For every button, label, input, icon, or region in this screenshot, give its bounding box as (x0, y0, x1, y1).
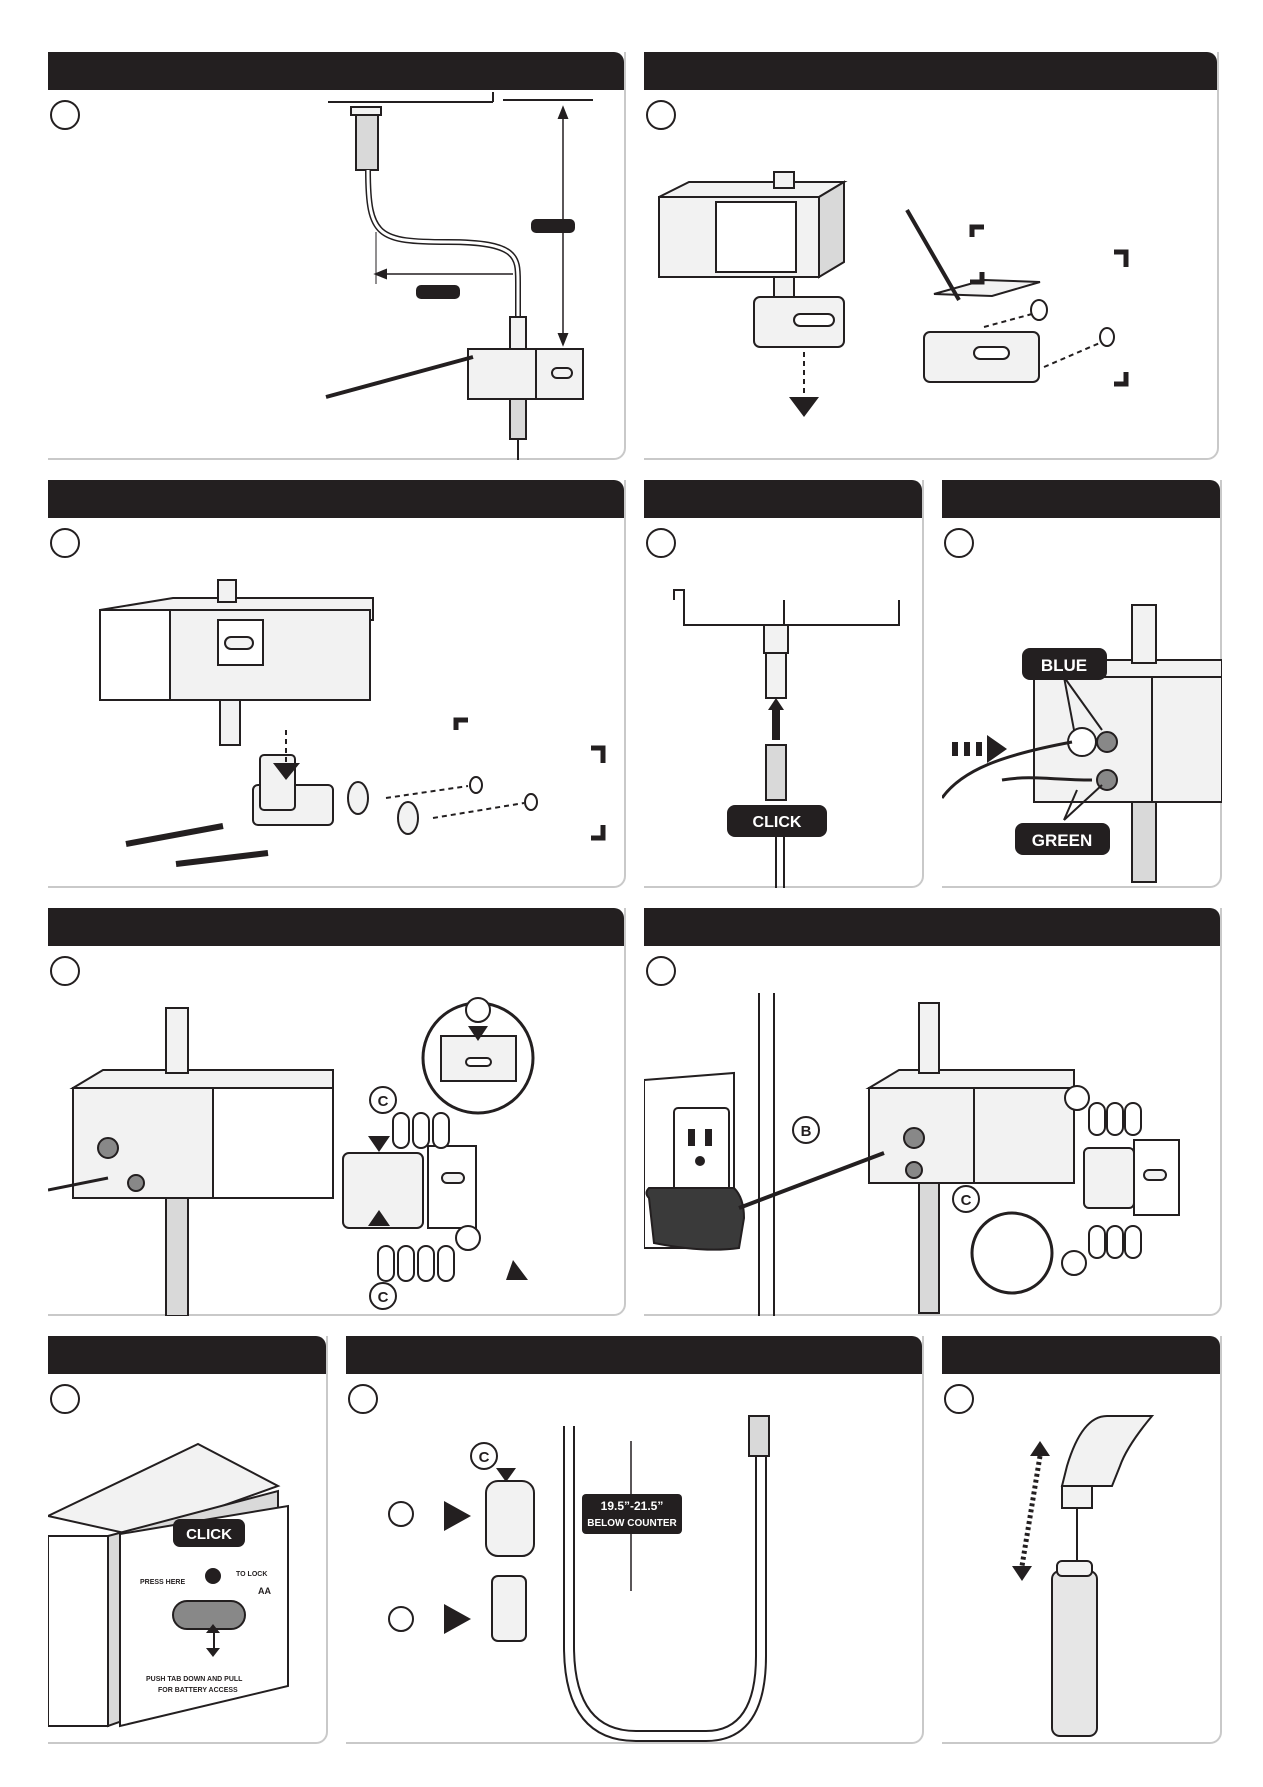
step-header-bar (346, 1336, 922, 1374)
distance-label: 19.5”-21.5” (601, 1499, 664, 1513)
click-badge-door (173, 1519, 245, 1547)
battery-type-label: C (378, 1093, 389, 1110)
spray-head-diagram (1012, 1415, 1155, 1737)
battery-type-label-lower: C (378, 1289, 389, 1306)
step-header-bar (48, 52, 624, 90)
panel-step-3 (48, 480, 626, 888)
blue-badge (1022, 648, 1107, 680)
step-header-bar (644, 480, 922, 518)
battery-door-diagram: CLICK PRESS HERE TO LOCK AA PUSH TAB DOW… (48, 1442, 289, 1728)
step-number-circle (50, 100, 80, 130)
weight-label: C (479, 1449, 490, 1466)
step-header-bar (48, 1336, 326, 1374)
battery-access-text: FOR BATTERY ACCESS (158, 1687, 238, 1694)
step-number-circle (50, 528, 80, 558)
step-number-circle (944, 528, 974, 558)
step-number-circle (348, 1384, 378, 1414)
to-lock-text: TO LOCK (236, 1571, 267, 1578)
step-header-bar (644, 908, 1220, 946)
click-badge (727, 805, 827, 837)
adapter-label: B (801, 1123, 812, 1140)
step-number-circle (944, 1384, 974, 1414)
step-number-circle (50, 956, 80, 986)
panel-step-10 (942, 1336, 1222, 1744)
press-here-text: PRESS HERE (140, 1579, 185, 1586)
panel-step-5: BLUE GREEN (942, 480, 1222, 888)
step-number-circle (646, 528, 676, 558)
aa-text: AA (258, 1586, 271, 1596)
step-header-bar (942, 480, 1220, 518)
click-label-door: CLICK (186, 1526, 232, 1543)
panel-step-4: CLICK (644, 480, 924, 888)
indicator-label: C (961, 1192, 972, 1209)
green-badge (1015, 823, 1110, 855)
click-label: CLICK (753, 814, 802, 831)
green-label: GREEN (1032, 831, 1092, 850)
step-header-bar (942, 1336, 1220, 1374)
hose-weight-diagram: 19.5”-21.5” BELOW COUNTER C (388, 1415, 770, 1742)
panel-step-2 (644, 52, 1219, 460)
panel-step-6: C C (48, 908, 626, 1316)
step-header-bar (644, 52, 1217, 90)
panel-step-7: B C (644, 908, 1222, 1316)
panel-step-9: 19.5”-21.5” BELOW COUNTER C (346, 1336, 924, 1744)
battery-install-diagram: C C (48, 997, 535, 1316)
mounting-diagram (99, 579, 606, 867)
push-tab-text: PUSH TAB DOWN AND PULL (146, 1676, 243, 1683)
wire-connection-diagram: BLUE GREEN (942, 604, 1222, 883)
step-header-bar (48, 480, 624, 518)
step-number-circle (50, 1384, 80, 1414)
step-number-circle (646, 100, 676, 130)
click-connection-diagram: CLICK (673, 589, 900, 888)
panel-step-1 (48, 52, 626, 460)
panel-step-8: CLICK PRESS HERE TO LOCK AA PUSH TAB DOW… (48, 1336, 328, 1744)
below-counter-label: BELOW COUNTER (587, 1518, 677, 1529)
blue-label: BLUE (1041, 656, 1087, 675)
power-adapter-diagram: B C (644, 993, 1180, 1316)
bracket-diagram (658, 171, 1129, 417)
step-number-circle (646, 956, 676, 986)
measurement-diagram (325, 92, 593, 460)
step-header-bar (48, 908, 624, 946)
